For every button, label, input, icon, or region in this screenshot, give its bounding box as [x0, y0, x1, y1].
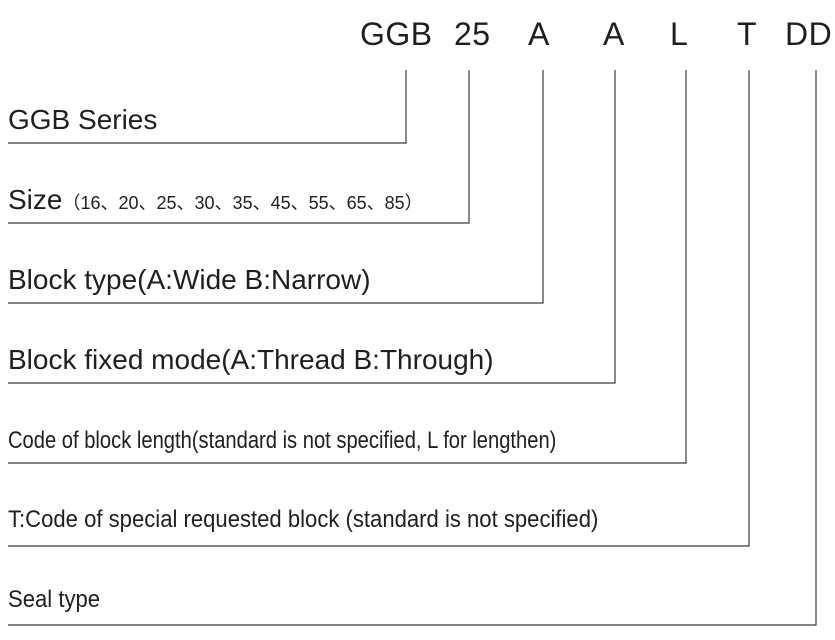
code-block-type: A — [528, 16, 550, 52]
connector-seal — [8, 70, 817, 626]
label-size-row: Size（16、20、25、30、35、45、55、65、85） — [8, 183, 423, 217]
connector-series — [8, 70, 407, 144]
label-series: GGB Series — [8, 104, 158, 135]
code-length: L — [670, 16, 689, 52]
connector-length — [8, 70, 687, 464]
label-size-options: （16、20、25、30、35、45、55、65、85） — [62, 193, 423, 213]
label-special: T:Code of special requested block (stand… — [8, 506, 599, 533]
connector-fixed-mode — [8, 70, 616, 384]
code-special: T — [737, 16, 758, 52]
label-fixed-mode: Block fixed mode(A:Thread B:Through) — [8, 344, 494, 375]
code-size: 25 — [454, 16, 491, 52]
connector-block-type — [8, 70, 544, 304]
connector-special — [8, 70, 750, 547]
label-block-type: Block type(A:Wide B:Narrow) — [8, 264, 371, 295]
code-seal: DD — [785, 16, 833, 52]
code-fixed-mode: A — [603, 16, 625, 52]
label-size: Size — [8, 184, 63, 215]
connector-size — [8, 70, 470, 224]
label-length: Code of block length(standard is not spe… — [8, 427, 557, 454]
label-seal: Seal type — [8, 586, 101, 613]
code-series: GGB — [360, 16, 433, 52]
